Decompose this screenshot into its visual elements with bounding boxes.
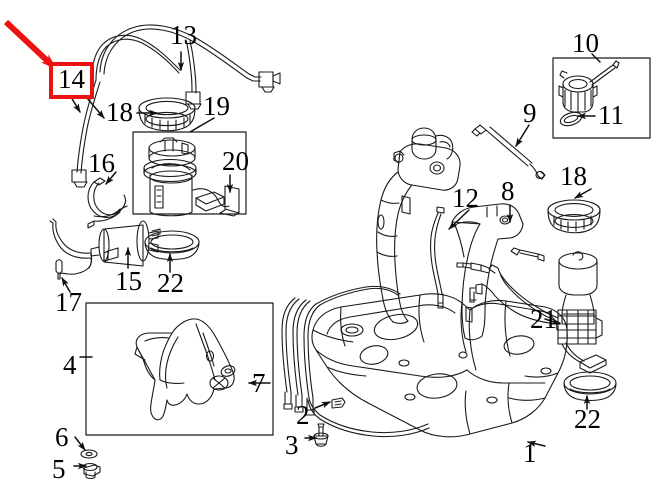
callout-10: 10	[572, 28, 599, 58]
pump-bracket-20	[219, 185, 240, 217]
callout-6: 6	[55, 422, 69, 452]
strap-rod-9	[471, 124, 546, 180]
seal-ring-22-right	[563, 371, 617, 402]
callout-3: 3	[285, 430, 299, 460]
fuel-pump-module-19	[143, 137, 230, 217]
red-pointer-arrow	[3, 19, 58, 71]
fuel-line-clip-2	[331, 397, 346, 409]
tank-fuel-lines	[281, 285, 430, 438]
callout-18-left: 18	[106, 97, 133, 127]
callout-5: 5	[52, 454, 66, 484]
grommet-7	[209, 375, 229, 391]
fuel-tank-1	[311, 293, 568, 438]
callout-13: 13	[170, 20, 197, 50]
callout-22-left: 22	[157, 268, 184, 298]
callout-22-right: 22	[574, 404, 601, 434]
box-leader-lines	[79, 53, 601, 358]
filter-clamp-16	[87, 177, 128, 229]
filler-neck-bracket-8	[451, 203, 524, 341]
callout-20: 20	[222, 146, 249, 176]
callout-12: 12	[452, 183, 479, 213]
callout-11: 11	[598, 100, 624, 130]
callout-1: 1	[523, 438, 537, 468]
lock-ring-18-right	[547, 199, 601, 234]
callout-17: 17	[55, 287, 82, 317]
callout-19: 19	[203, 91, 230, 121]
callout-15: 15	[115, 266, 142, 296]
fuel-level-sender-21	[456, 247, 607, 374]
washer-6	[80, 449, 98, 459]
callout-2: 2	[296, 400, 310, 430]
fuel-filter-15	[90, 220, 161, 267]
callout-14-highlighted[interactable]: 14	[49, 62, 94, 99]
fuel-cap-10	[558, 60, 620, 113]
fuel-cap-box-frame	[552, 57, 651, 139]
callout-4: 4	[63, 350, 77, 380]
mounting-bolt-3	[313, 423, 329, 447]
filler-neck-assembly	[376, 127, 461, 324]
heat-shield-4	[134, 318, 236, 421]
callout-21: 21	[530, 304, 557, 334]
leader-lines	[61, 51, 596, 470]
lock-ring-18-left	[138, 97, 196, 132]
vent-tube-12	[430, 206, 445, 309]
callout-8: 8	[501, 176, 515, 206]
callout-7: 7	[252, 368, 266, 398]
callout-9: 9	[523, 98, 537, 128]
heat-shield-box-frame	[85, 302, 274, 436]
fuel-cap-o-ring-11	[559, 111, 583, 127]
callout-18-right: 18	[560, 161, 587, 191]
fuel-hose-sensor-17	[49, 218, 119, 280]
callout-16: 16	[88, 148, 115, 178]
